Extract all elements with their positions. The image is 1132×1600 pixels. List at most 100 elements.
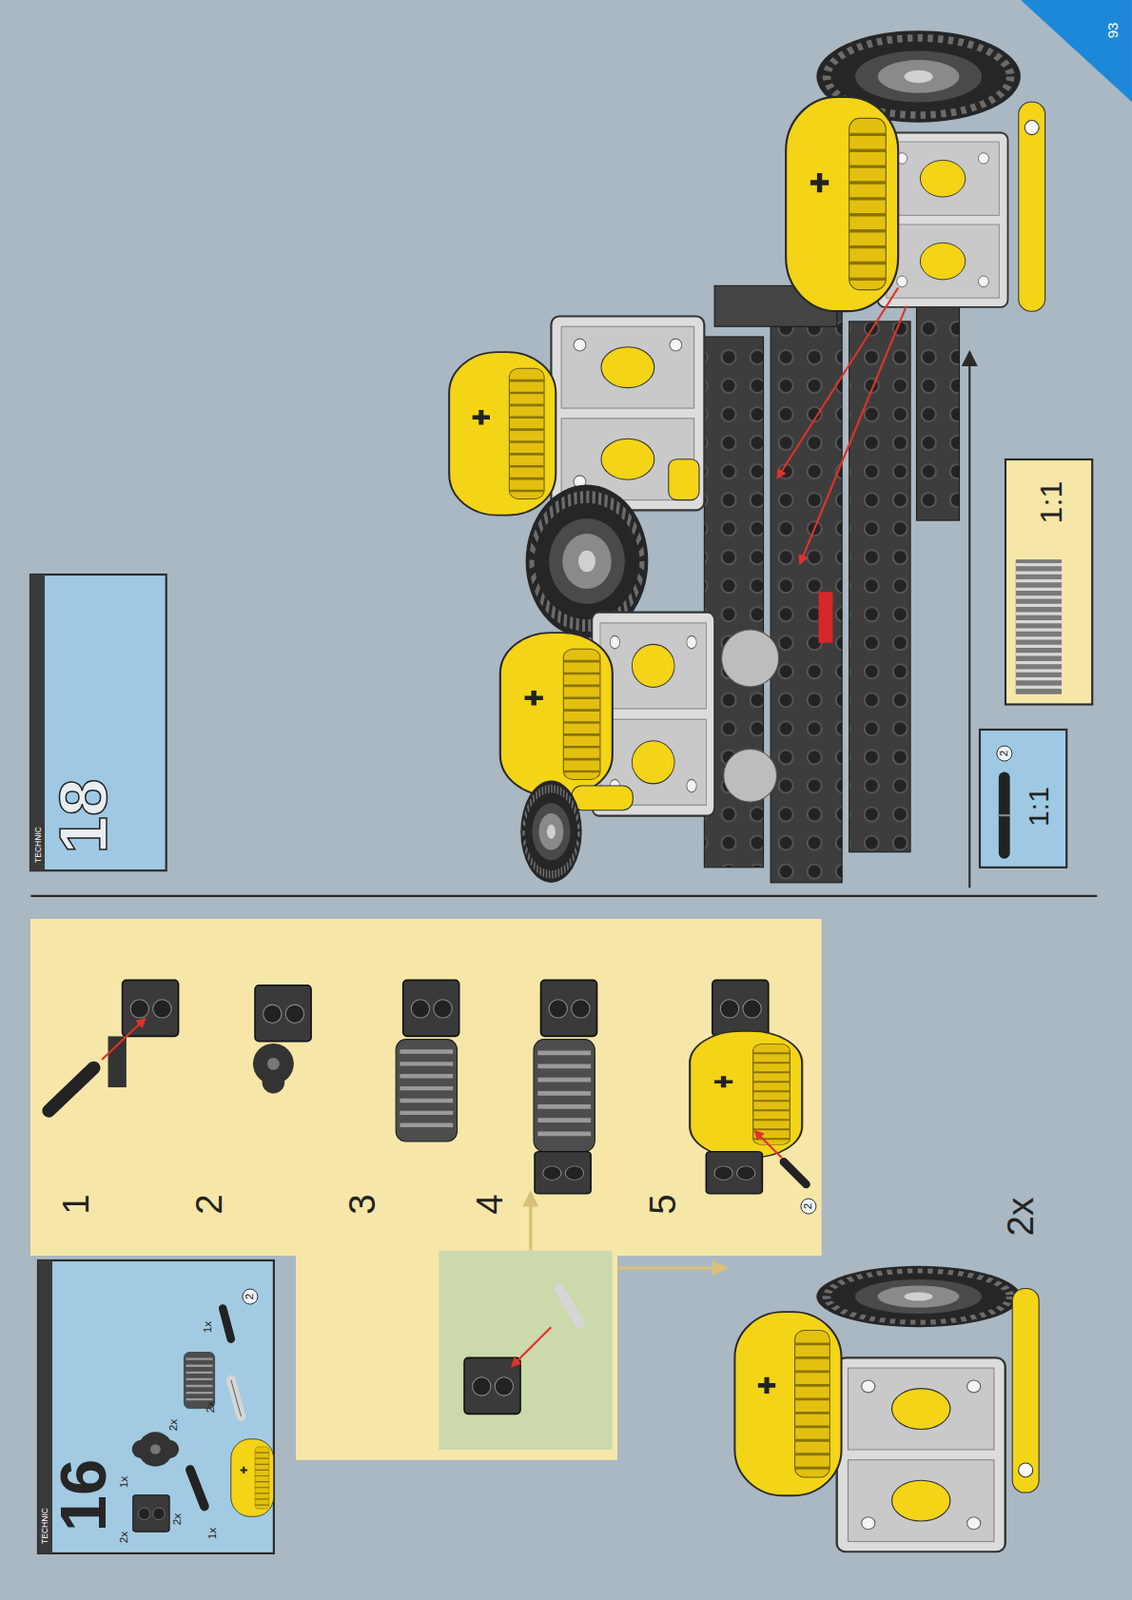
shape-rect <box>668 459 700 501</box>
part-count: 2x <box>205 1400 217 1412</box>
substep-number: 1 <box>58 1193 96 1214</box>
substep-number: 2 <box>191 1193 229 1214</box>
shape-circle <box>267 1057 280 1071</box>
shape-rect <box>1012 1288 1039 1493</box>
shape-line <box>230 1380 241 1418</box>
shape-rect <box>571 785 633 811</box>
shape-use <box>706 1151 763 1193</box>
scale-box-art <box>979 729 1067 868</box>
shape-line <box>997 814 1011 817</box>
shape-use <box>533 1038 595 1152</box>
page-tab-art <box>1020 0 1132 102</box>
shape-use <box>132 1495 169 1532</box>
shape-circle <box>262 1071 286 1094</box>
shape-g <box>30 918 1039 1552</box>
shape-use <box>735 1311 842 1496</box>
shape-use <box>395 1038 457 1141</box>
shape-circle <box>150 1444 161 1455</box>
step-number: 16 <box>51 1459 118 1532</box>
shape-g <box>1005 459 1093 705</box>
page-number: 93 <box>1105 22 1120 40</box>
callout-number: 2 <box>241 1288 258 1305</box>
shape-use <box>534 1151 591 1193</box>
shape-line <box>528 1191 532 1250</box>
shape-g <box>500 612 715 883</box>
shape-g <box>253 1043 294 1094</box>
shape-g <box>703 285 959 883</box>
substep-number: 5 <box>644 1193 683 1214</box>
shape-rect <box>849 321 911 853</box>
shape-line <box>49 1067 95 1111</box>
shape-use <box>183 1352 215 1409</box>
part-count: 2x <box>169 1419 181 1431</box>
substeps-panel-art <box>30 918 822 1461</box>
shape-circle <box>159 1440 178 1459</box>
part-count: 1x <box>118 1476 131 1488</box>
shape-use <box>230 1439 274 1518</box>
shape-rect <box>30 574 45 871</box>
shape-use <box>254 984 312 1041</box>
shape-rect <box>438 1249 612 1449</box>
shape-use <box>689 1031 802 1158</box>
scale-box: 2 1:1 <box>979 729 1067 868</box>
shape-line <box>998 778 1011 854</box>
shape-circle <box>1024 120 1039 136</box>
shape-use <box>541 979 598 1036</box>
shape-line <box>30 895 1097 898</box>
scale-box: 1:1 <box>1005 459 1093 705</box>
shape-use <box>448 351 556 516</box>
shape-rect <box>770 311 842 883</box>
shape-use <box>837 1357 1006 1552</box>
shape-rect <box>38 1260 53 1554</box>
shape-polygon <box>1020 0 1132 102</box>
shape-line <box>190 1469 205 1507</box>
part-count: 1x <box>207 1526 219 1539</box>
part-count: 2x <box>118 1531 131 1543</box>
page-tab: 93 <box>1020 0 1132 102</box>
shape-use <box>816 1266 1021 1328</box>
shape-use <box>403 979 460 1036</box>
step-number-box: 18 <box>30 574 167 871</box>
substep-number: 4 <box>471 1193 509 1214</box>
shape-rect <box>1015 559 1062 695</box>
shape-rect <box>979 729 1067 868</box>
shape-line <box>512 1327 552 1367</box>
shape-path <box>1015 564 1062 687</box>
shape-rect <box>916 306 959 521</box>
shape-line <box>101 1018 145 1060</box>
scale-text: 1:1 <box>1024 786 1054 827</box>
shape-ellipse <box>722 629 780 687</box>
callout-number: 2 <box>995 744 1013 762</box>
shape-rect <box>1005 459 1093 705</box>
shape-use <box>122 979 179 1036</box>
shape-g <box>448 316 704 639</box>
shape-line <box>783 1161 807 1185</box>
shape-line <box>617 1266 727 1269</box>
shape-g <box>131 1431 178 1466</box>
shape-ellipse <box>723 748 778 802</box>
shape-line <box>968 351 971 888</box>
shape-line <box>222 1308 232 1340</box>
shape-rect <box>38 1260 274 1554</box>
shape-use <box>520 780 582 883</box>
shape-g <box>979 729 1067 868</box>
parts-list-box: 16 <box>38 1260 274 1554</box>
step-number: 18 <box>50 779 118 855</box>
shape-line <box>778 288 899 479</box>
shape-circle <box>1018 1463 1034 1478</box>
shape-circle <box>131 1440 150 1459</box>
part-count: 1x <box>202 1321 215 1333</box>
repeat-count: 2x <box>1002 1197 1040 1237</box>
shape-rect <box>30 574 167 871</box>
substep-number: 3 <box>344 1193 382 1214</box>
shape-rect <box>1018 101 1046 312</box>
shape-line <box>559 1288 580 1323</box>
scale-text: 1:1 <box>1035 481 1067 525</box>
shape-use <box>712 979 769 1036</box>
shape-g <box>38 1260 274 1554</box>
shape-use <box>500 632 613 797</box>
shape-line <box>230 1380 241 1418</box>
shape-line <box>800 306 907 564</box>
